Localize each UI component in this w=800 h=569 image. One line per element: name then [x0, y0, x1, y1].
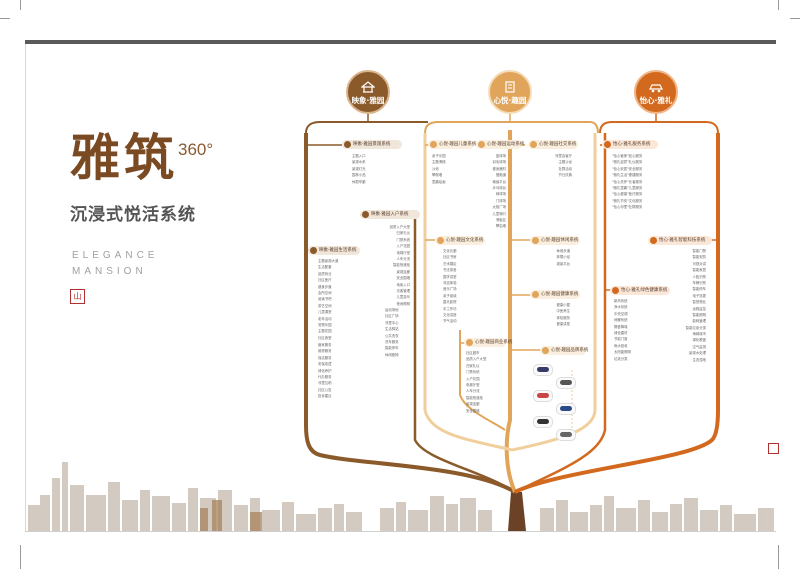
- bullet-icon: [604, 141, 611, 148]
- partner-logo: [533, 364, 553, 376]
- bullet-icon: [542, 347, 549, 354]
- top-frame-bar: [25, 40, 776, 44]
- group-header: 映象·雅园景观系统: [342, 140, 402, 149]
- bullet-icon: [310, 247, 317, 254]
- branch-right-mid: [514, 133, 607, 494]
- crop-mark: [790, 18, 800, 19]
- brand-title: 雅筑: [70, 128, 178, 187]
- group-header: 映象·雅园入户系统: [360, 210, 420, 219]
- group-items-continued: 管家服务维修服务保洁服务安保巡逻绿化养护代办服务邻里互助社区公告投诉建议: [318, 343, 332, 399]
- group-items: 新风系统净水系统中央空调地暖系统隔音降噪绿色建材节能门窗雨水回收太阳能照明垃圾分…: [614, 299, 631, 361]
- partner-logo: [556, 403, 576, 415]
- bullet-icon: [437, 237, 444, 244]
- group-header: 心悦·趣园休闲系统: [530, 236, 580, 245]
- skyline-dark: [200, 500, 262, 531]
- pavilion-icon: [360, 81, 376, 93]
- left-frame-line: [25, 44, 26, 532]
- partner-logo: [533, 390, 553, 402]
- branch-center-left: [423, 133, 513, 452]
- group-header: 映象·雅园生活系统: [308, 246, 360, 255]
- branch-label: 映象·雅园: [351, 96, 385, 105]
- crop-mark: [20, 545, 21, 569]
- bottom-frame-line: [25, 531, 776, 532]
- bullet-icon: [532, 237, 539, 244]
- skyline: [28, 462, 774, 531]
- branch-circle-right: 怡心·雅礼: [634, 70, 678, 114]
- group-items: 主题入口景观水系景观灯光园林小品休憩亭廊: [352, 154, 366, 184]
- group-items: 亲子乐园主题滑梯沙池攀爬墙童趣绘画: [432, 154, 446, 184]
- group-items: 邻里会客厅主题沙龙社群活动节日庆典: [555, 154, 572, 178]
- group-header: 心悦·趣园健康系统: [530, 290, 580, 299]
- seal-mark-small: [768, 443, 779, 454]
- bullet-icon: [466, 339, 473, 346]
- group-header: 心悦·趣园品牌系统: [540, 346, 588, 355]
- group-items-continued: 海绵城市绿化覆盖空气监测景观水处理生态湿地: [689, 332, 706, 362]
- arc-right: [599, 121, 719, 134]
- english-line-2: MANSION: [72, 266, 147, 277]
- group-items: 品质入户大堂归家礼仪门禁系统入户花园电梯厅堂人车分流智能快递柜景观连廊安全围墙地…: [389, 225, 410, 306]
- branch-label: 怡心·雅礼: [639, 96, 673, 105]
- brand-title-suffix: 360°: [178, 140, 214, 159]
- branch-left-outer: [304, 133, 517, 494]
- group-header: 心悦·趣园社交系统: [528, 140, 578, 149]
- arc-left: [305, 121, 428, 134]
- group-header: 怡心·雅礼智能科技系统: [648, 236, 712, 245]
- group-items: 社区超市品质入户大堂归家礼仪门禁系统入户花园电梯厅堂人车分流智能快递柜景观连廊安…: [466, 351, 487, 413]
- group-items: 休闲步道林荫小径观景平台: [556, 249, 570, 266]
- partner-logo: [556, 377, 576, 389]
- group-items-extra: 运动场地社区广场邻里中心生活驿站公共洗衣洗车服务智能停车休闲座椅: [385, 308, 399, 357]
- group-header: 怡心·雅礼绿色健康系统: [610, 286, 670, 295]
- branch-right-outer: [514, 133, 720, 494]
- group-header: 心悦·趣园儿童系统: [428, 140, 476, 149]
- branch-center: [504, 130, 517, 493]
- partner-logo: [533, 416, 553, 428]
- crop-mark: [20, 0, 21, 10]
- group-header: 心悦·趣园文化系统: [435, 236, 485, 245]
- crop-mark: [0, 18, 10, 19]
- brand-subtitle: 沉浸式悦活系统: [70, 205, 196, 225]
- car-icon: [649, 81, 663, 93]
- building-icon: [503, 81, 517, 93]
- seal-logo: 山: [70, 289, 85, 304]
- english-line-1: ELEGANCE: [72, 250, 159, 261]
- bullet-icon: [362, 211, 369, 218]
- group-items: 智能门禁智能安防可视对讲智能家居人脸识别车牌识别智能停车电子巡更智慧物业远程监控…: [685, 249, 706, 330]
- bullet-icon: [344, 141, 351, 148]
- arc-center: [424, 121, 599, 134]
- group-header: 心悦·趣园商业系统: [464, 338, 512, 347]
- bullet-icon: [478, 141, 485, 148]
- group-items: 篮球场羽毛球场健身器材慢跑道瑜伽平台乒乓球台网球场门球场太极广场儿童骑行滑板区攀…: [492, 154, 506, 229]
- group-items: 主题景观大道生活配套品质商业社区医疗健身步道会所空间阅读书吧茶艺空间儿童课堂老年…: [318, 259, 339, 340]
- bullet-icon: [430, 141, 437, 148]
- group-header: 心悦·趣园运动系统: [476, 140, 524, 149]
- crop-mark: [778, 0, 779, 10]
- branch-circle-center: 心悦·趣园: [488, 70, 532, 114]
- bullet-icon: [530, 141, 537, 148]
- branch-center-sub: [459, 330, 506, 431]
- crop-mark: [778, 545, 779, 569]
- group-items: 健康小屋中医养生体检服务健康讲座: [556, 303, 570, 327]
- group-items: "怡心管家"贴心服务"雅礼迎宾"礼仪服务"怡心安居"安全服务"雅礼生活"便捷服务…: [612, 154, 643, 210]
- tree-trunk: [508, 492, 526, 531]
- branch-left-mid: [413, 215, 516, 494]
- bullet-icon: [650, 237, 657, 244]
- bullet-icon: [532, 291, 539, 298]
- bullet-icon: [612, 287, 619, 294]
- group-items: 文化长廊社区书房艺术展区书法茶舍国学讲堂非遗体验音乐广场亲子阅读露天影院手工作坊…: [443, 249, 457, 324]
- partner-logo: [556, 429, 576, 441]
- branch-circle-left: 映象·雅园: [346, 70, 390, 114]
- branch-label: 心悦·趣园: [493, 96, 527, 105]
- group-header: 怡心·雅礼服务系统: [602, 140, 658, 149]
